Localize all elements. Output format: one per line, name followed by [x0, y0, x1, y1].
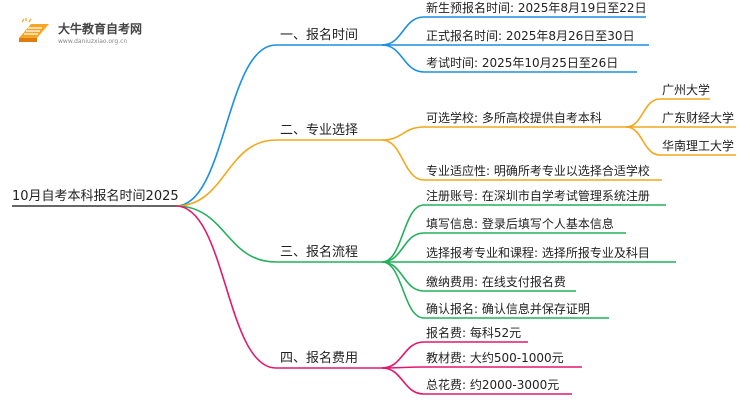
- leaf-connector: [381, 16, 425, 46]
- branch-connector: [175, 205, 277, 263]
- leaf-label: 考试时间: 2025年10月25日至26日: [426, 56, 619, 70]
- leaf-label: 正式报名时间: 2025年8月26日至30日: [426, 29, 635, 43]
- leaf-label: 选择报考专业和课程: 选择所报专业及科目: [426, 246, 650, 260]
- leaf-label: 新生预报名时间: 2025年8月19日至22日: [426, 1, 647, 15]
- leaf-label: 缴纳费用: 在线支付报名费: [426, 275, 566, 289]
- root-topic: 10月自考本科报名时间2025: [12, 189, 179, 204]
- school-label: 广州大学: [662, 83, 711, 97]
- book-logo-icon: [19, 18, 49, 42]
- school-label: 广东财经大学: [662, 111, 735, 125]
- school-label: 华南理工大学: [662, 139, 735, 153]
- logo-url: www.daniuzxiao.org.cn: [58, 38, 128, 45]
- leaf-connector: [381, 261, 425, 319]
- logo-title: 大牛教育自考网: [58, 22, 143, 36]
- leaf-label: 教材费: 大约500-1000元: [426, 351, 564, 365]
- leaf-label: 确认报名: 确认信息并保存证明: [426, 302, 590, 316]
- sub-connector: [625, 98, 661, 128]
- sub-connector: [625, 126, 661, 156]
- branch-label: 四、报名费用: [280, 351, 359, 366]
- leaf-connector: [381, 341, 425, 369]
- leaf-label: 注册账号: 在深圳市自学考试管理系统注册: [426, 189, 650, 203]
- branch-connector: [175, 205, 277, 369]
- leaf-connector: [381, 126, 425, 141]
- leaf-connector: [381, 232, 425, 263]
- branch-connector: [175, 139, 277, 207]
- leaf-label: 填写信息: 登录后填写个人基本信息: [426, 217, 614, 231]
- leaf-connector: [381, 44, 425, 73]
- branch-label: 一、报名时间: [280, 28, 359, 43]
- leaf-connector: [381, 261, 425, 292]
- branch-connector: [175, 44, 277, 207]
- leaf-label: 总花费: 约2000-3000元: [426, 378, 560, 392]
- leaf-connector: [381, 139, 425, 181]
- branch-label: 二、专业选择: [280, 123, 359, 138]
- branch-label: 三、报名流程: [280, 245, 359, 260]
- leaf-label: 可选学校: 多所高校提供自考本科: [426, 111, 602, 125]
- leaf-label: 专业适应性: 明确所考专业以选择合适学校: [426, 164, 650, 178]
- site-logo: 大牛教育自考网 www.daniuzxiao.org.cn: [12, 10, 192, 50]
- leaf-label: 报名费: 每科52元: [426, 326, 522, 340]
- leaf-connector: [381, 367, 425, 395]
